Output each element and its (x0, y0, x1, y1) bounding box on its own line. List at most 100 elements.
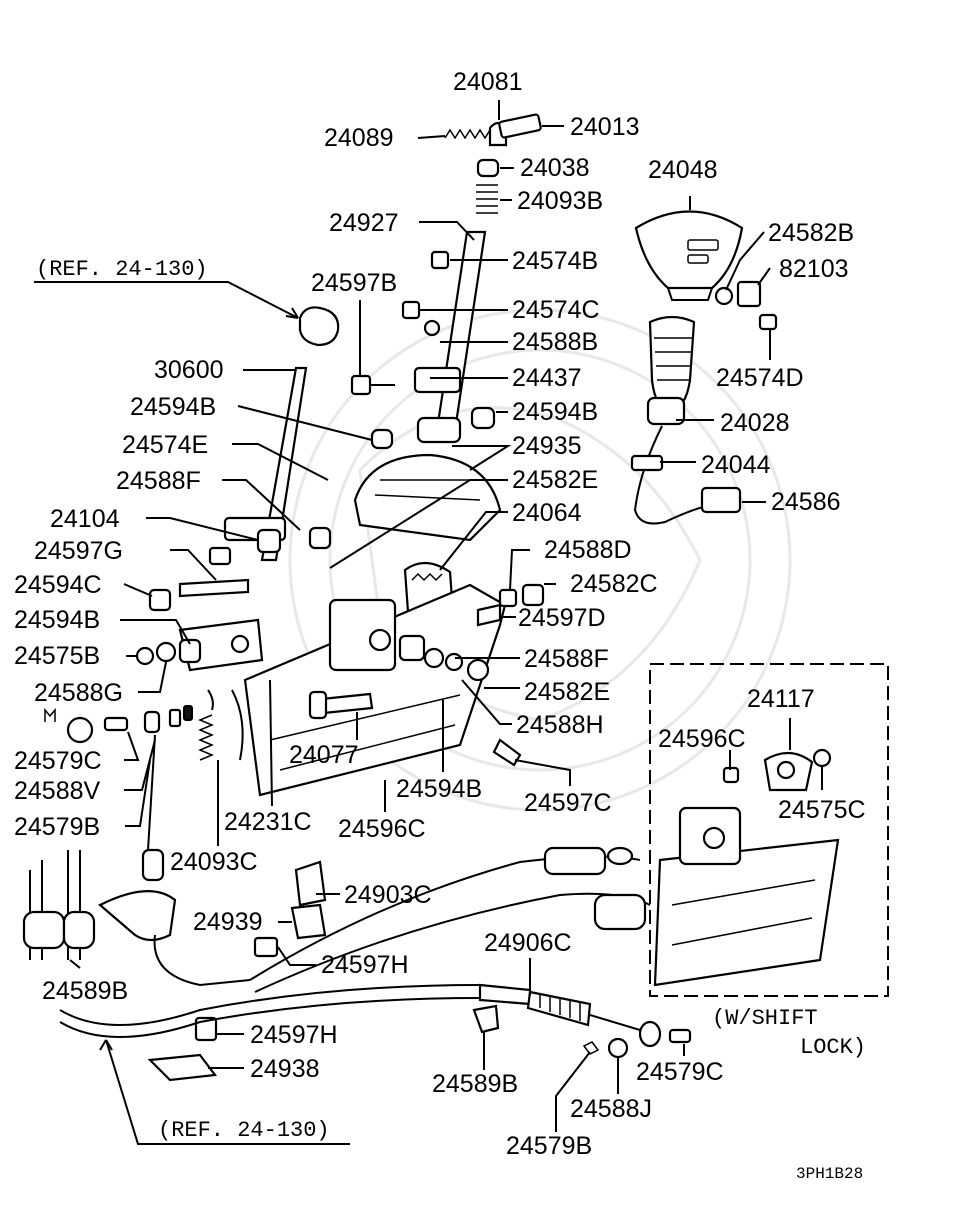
drawing-code: 3PH1B28 (796, 1165, 863, 1183)
label-24574E: 24574E (122, 431, 208, 459)
bolt-24597C-part (492, 738, 522, 767)
label-24588J: 24588J (570, 1095, 652, 1123)
nut-24582B-part (714, 286, 734, 306)
clamp-24903C-part (294, 860, 327, 907)
shift-lock-bracket-part (653, 838, 840, 987)
label-24575C: 24575C (778, 796, 866, 824)
clip-24044-part (630, 454, 664, 472)
bolt-24597G-part (178, 578, 250, 598)
washer-24588V-part (168, 708, 182, 728)
label-24048: 24048 (648, 156, 718, 184)
label-24574D: 24574D (716, 364, 804, 392)
bushing-24594B-r-part (470, 406, 496, 430)
lever-30600-part (260, 366, 308, 562)
bracket-82103-part (736, 280, 762, 308)
nut-24588B-part (423, 319, 441, 337)
screw-24574B-part (430, 250, 450, 270)
label-24935: 24935 (512, 432, 582, 460)
pin-24579C-part (103, 716, 129, 732)
label-24597D: 24597D (518, 604, 606, 632)
label-24579B-l: 24579B (14, 813, 100, 841)
bushing-24594B-b-part (398, 634, 426, 662)
screw-24574D-part (758, 313, 778, 331)
parts-artwork (22, 113, 889, 1082)
label-24597G: 24597G (34, 537, 123, 565)
label-24594B-l: 24594B (130, 393, 216, 421)
label-24579B-b: 24579B (506, 1132, 592, 1160)
label-24588G: 24588G (34, 679, 123, 707)
label-24579C-b: 24579C (636, 1058, 724, 1086)
label-24594C: 24594C (14, 571, 102, 599)
pin-24579C-b-part (668, 1028, 692, 1044)
clip-24579C-l-part (44, 707, 56, 722)
label-24093B: 24093B (517, 187, 603, 215)
label-24939: 24939 (193, 908, 263, 936)
label-24594B-r: 24594B (512, 398, 598, 426)
label-24013: 24013 (570, 113, 640, 141)
selector-cable-part (153, 934, 251, 987)
label-24589B-l: 24589B (42, 977, 128, 1005)
label-24588B: 24588B (512, 328, 598, 356)
label-24089: 24089 (324, 124, 394, 152)
washer-24575B-part (135, 646, 155, 666)
pin-24597G-part (208, 546, 232, 566)
label-24938: 24938 (250, 1055, 320, 1083)
nut-24582E-part (466, 658, 490, 682)
part-labels: 24081 24013 24089 24038 24093B 24048 249… (14, 68, 866, 1183)
boot-base-part (646, 396, 686, 426)
label-24597C: 24597C (524, 789, 612, 817)
label-24044: 24044 (701, 451, 771, 479)
bolt-24597H-u-part (253, 936, 279, 958)
clip-24594C-part (148, 588, 172, 612)
label-30600: 30600 (154, 356, 224, 384)
label-24594B-m: 24594B (14, 606, 100, 634)
cable-bracket-part (98, 890, 177, 942)
washer-24575C-part (812, 748, 832, 768)
label-24596C-b: 24596C (338, 815, 426, 843)
label-24093C: 24093C (170, 848, 258, 876)
label-24104: 24104 (50, 505, 120, 533)
label-24588D: 24588D (544, 536, 632, 564)
label-24597H-u: 24597H (321, 951, 409, 979)
cable-end-part (141, 848, 165, 882)
label-24117: 24117 (747, 685, 815, 713)
clip-24589B-b-part (472, 1004, 500, 1034)
ref-label-bottom: (REF. 24-130) (158, 1118, 330, 1143)
connector-24586-part (700, 486, 742, 514)
clip-24579B-b-part (582, 1041, 600, 1055)
lever-pivot-part (328, 598, 397, 672)
bushing-24594B-l-part (370, 428, 394, 450)
clamp-24939-part (290, 903, 327, 940)
pin-24077-head-part (308, 690, 328, 720)
label-24596C-r: 24596C (658, 725, 746, 753)
bushing-24935-l-part (308, 526, 332, 550)
label-24574C: 24574C (512, 296, 600, 324)
label-24588V: 24588V (14, 777, 101, 805)
bushing-24038-part (476, 158, 500, 178)
screw-24574C-part (401, 300, 421, 320)
spring-24093B-part (476, 184, 498, 214)
cable-sleeve-upper-part (543, 846, 607, 876)
label-24589B-b: 24589B (432, 1070, 518, 1098)
label-24586: 24586 (771, 488, 841, 516)
variant-note-line1: (W/SHIFT (712, 1006, 818, 1031)
washer-24588H-part (444, 652, 464, 672)
clip-24013-part (498, 113, 542, 139)
spring-24089-part (444, 128, 491, 140)
nut-24588D-part (498, 588, 518, 608)
label-24077: 24077 (289, 741, 359, 769)
bolt-24597B-part (350, 374, 372, 396)
label-24906C: 24906C (484, 929, 572, 957)
cable-24906C-part (478, 983, 532, 1006)
cable-sleeve-lower-part (593, 893, 647, 931)
bushing-24104-part (256, 528, 282, 554)
lever-bushing-part (416, 416, 462, 444)
spring-24093C-part (198, 714, 214, 761)
ref-label-top: (REF. 24-130) (36, 257, 208, 282)
label-24575B: 24575B (14, 642, 100, 670)
label-24597B-top: 24597B (311, 269, 397, 297)
washer-24588F-part (423, 647, 445, 669)
label-82103: 82103 (779, 255, 849, 283)
label-24588F-r: 24588F (524, 645, 609, 673)
cable-eye-part (638, 1020, 662, 1048)
